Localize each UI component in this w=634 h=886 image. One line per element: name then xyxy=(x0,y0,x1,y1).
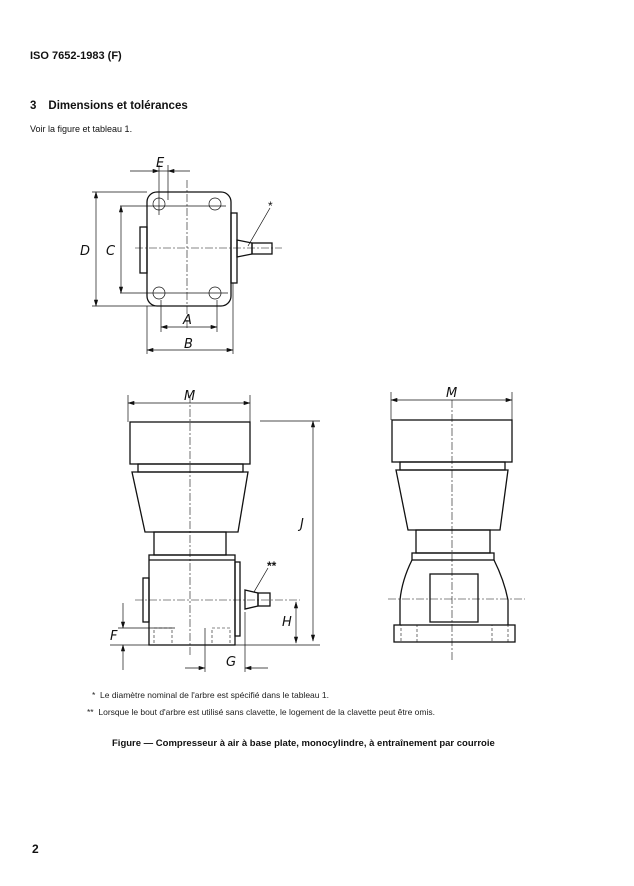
label-star: * xyxy=(268,199,273,213)
label-m-front: M xyxy=(446,386,457,401)
label-h: H xyxy=(282,615,292,630)
label-e: E xyxy=(156,156,165,171)
label-c: C xyxy=(106,244,116,259)
label-b: B xyxy=(184,337,193,352)
label-d: D xyxy=(80,244,90,259)
footnote-2-text: Lorsque le bout d'arbre est utilisé sans… xyxy=(98,707,435,717)
label-j: J xyxy=(297,517,304,532)
page-number: 2 xyxy=(32,842,39,856)
footnote-1: * Le diamètre nominal de l'arbre est spé… xyxy=(92,690,329,700)
top-view: E D C A B * xyxy=(80,156,282,354)
label-double-star: ** xyxy=(267,559,277,573)
section-heading: 3 Dimensions et tolérances xyxy=(30,100,188,112)
label-m-side: M xyxy=(184,389,195,404)
footnote-2: ** Lorsque le bout d'arbre est utilisé s… xyxy=(87,707,435,717)
label-f: F xyxy=(110,629,118,644)
side-view: M J H F G ** xyxy=(110,389,320,672)
section-title: Dimensions et tolérances xyxy=(48,100,188,112)
intro-text: Voir la figure et tableau 1. xyxy=(30,124,133,134)
footnote-1-mark: * xyxy=(92,690,96,700)
figure-caption: Figure — Compresseur à air à base plate,… xyxy=(112,738,495,749)
label-g: G xyxy=(226,655,236,670)
footnote-1-text: Le diamètre nominal de l'arbre est spéci… xyxy=(100,690,329,700)
standard-header: ISO 7652-1983 (F) xyxy=(30,50,122,62)
footnote-2-mark: ** xyxy=(87,707,94,717)
section-number: 3 xyxy=(30,100,37,112)
label-a: A xyxy=(182,313,192,328)
front-view: M xyxy=(388,386,525,660)
